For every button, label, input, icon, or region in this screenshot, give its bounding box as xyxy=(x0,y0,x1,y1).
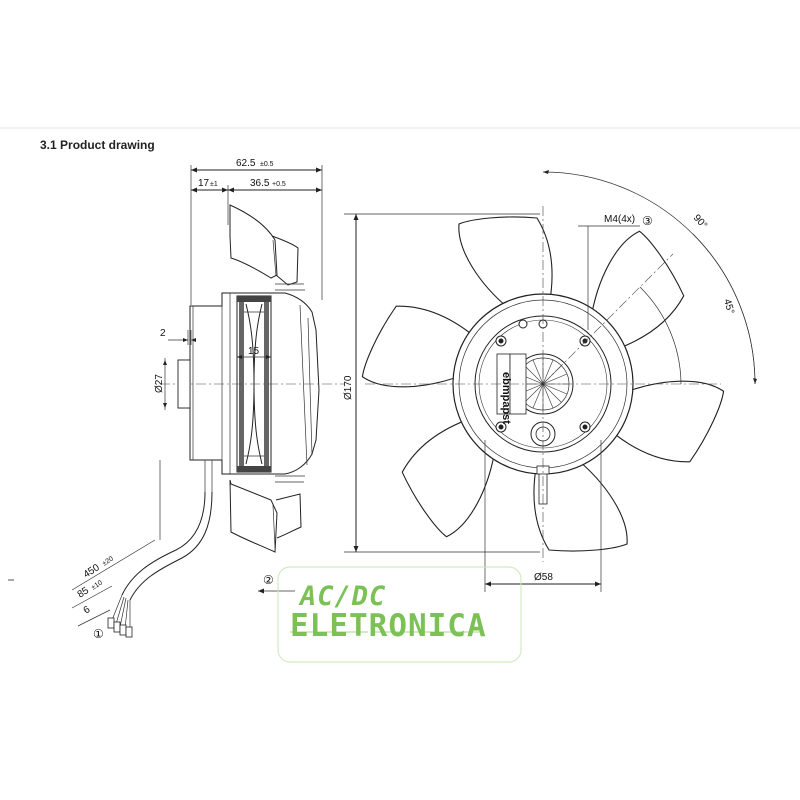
callout-1: ① xyxy=(93,627,104,641)
dim-fan-diameter: Ø170 xyxy=(343,375,354,400)
dim-body-depth: 36.5 xyxy=(250,178,270,189)
angle-45: 45° xyxy=(721,298,736,316)
dim-overall-tolerance: ±0.5 xyxy=(260,161,274,168)
brand-label: ebmpapst xyxy=(500,372,512,424)
dim-hub-diameter: Ø27 xyxy=(154,374,165,393)
dim-rotor-width: 15 xyxy=(248,346,260,357)
acdc-eletronica-logo: AC/DC ELETRONICA xyxy=(277,566,522,663)
dim-body-tolerance: +0.5 xyxy=(272,181,286,188)
dim-front-depth: 17 xyxy=(198,178,210,189)
logo-line2: ELETRONICA xyxy=(290,608,487,644)
dim-front-tolerance: ±1 xyxy=(210,181,218,188)
mount-screws-label: M4(4x) xyxy=(604,214,635,225)
dim-wire-end: 6 xyxy=(82,604,93,616)
logo-line1: AC/DC xyxy=(298,581,386,612)
callout-2: ② xyxy=(263,573,274,587)
dim-step: 2 xyxy=(160,328,166,339)
front-view: Ø170 xyxy=(343,170,757,592)
dim-overall-width: 62.5 xyxy=(236,158,256,169)
section-title: 3.1 Product drawing xyxy=(40,138,155,152)
callout-3: ③ xyxy=(642,214,653,228)
dim-hub-diameter-front: Ø58 xyxy=(534,572,553,583)
